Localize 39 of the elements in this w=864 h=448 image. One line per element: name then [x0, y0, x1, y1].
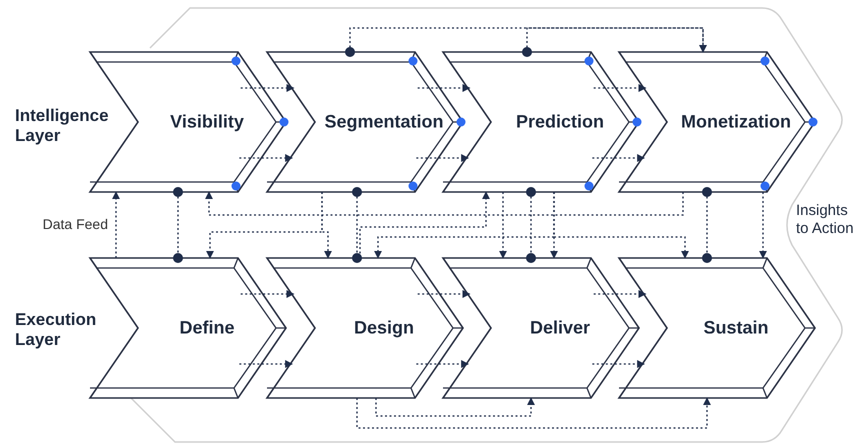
- connector-arrow: [416, 154, 470, 162]
- layer-label: Execution Layer: [15, 310, 98, 351]
- connector-arrow: [553, 192, 689, 259]
- connector-arrow: [592, 154, 646, 162]
- connector-arrow: [240, 84, 294, 92]
- step-label: Define: [178, 318, 236, 338]
- chevron-step: [619, 52, 815, 192]
- chevron-step: [443, 258, 639, 398]
- connector-arrow: [418, 84, 470, 92]
- connector-arrow: [594, 290, 646, 298]
- step-label: Sustain: [702, 318, 770, 338]
- connector-arrow: [240, 290, 294, 298]
- chevron-step: [267, 52, 463, 192]
- connector-arrow: [321, 192, 332, 259]
- step-label: Deliver: [528, 318, 592, 338]
- step-label: Monetization: [680, 112, 792, 132]
- step-label: Prediction: [514, 112, 605, 132]
- connector-arrow: [592, 360, 646, 368]
- edge-label: Data Feed: [42, 216, 108, 232]
- connector-arrow: [375, 397, 535, 417]
- connector-arrow: [112, 191, 120, 258]
- connector-arrow: [205, 191, 684, 216]
- layer-label: Intelligence Layer: [15, 106, 110, 147]
- connector-arrow: [418, 290, 470, 298]
- connector-arrow: [594, 84, 646, 92]
- chevron-step: [619, 258, 815, 398]
- step-label: Segmentation: [323, 112, 444, 132]
- connector-arrow: [499, 192, 507, 259]
- step-label: Visibility: [169, 112, 245, 132]
- connector-arrow: [759, 192, 767, 259]
- connector-arrow: [356, 397, 711, 429]
- connector-arrow: [239, 154, 294, 162]
- connector-arrow: [416, 360, 470, 368]
- connector-arrow: [526, 27, 707, 53]
- flow-label: Insights to Action: [796, 202, 855, 238]
- step-label: Design: [352, 318, 415, 338]
- connector-arrow: [239, 360, 294, 368]
- chevron-step: [443, 52, 639, 192]
- chevron-step: [267, 258, 463, 398]
